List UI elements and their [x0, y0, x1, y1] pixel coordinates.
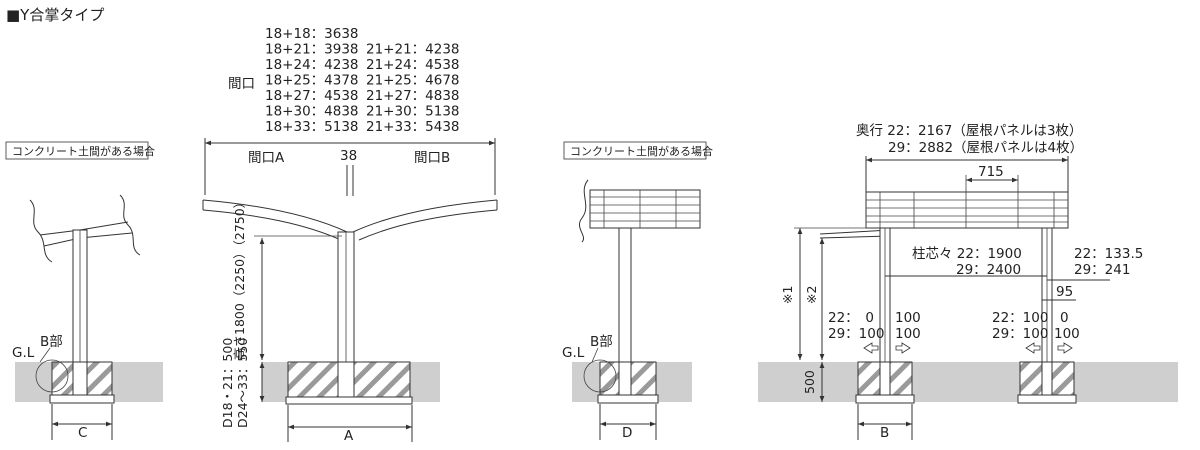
right-off-line1: 22：100	[992, 310, 1048, 326]
width-table-col2: 21+21：423821+24：453821+25：467821+27：4838…	[366, 42, 460, 136]
page-title: ■Y合掌タイプ	[6, 6, 104, 24]
concrete-note-box	[5, 141, 149, 160]
note-2: ※2	[804, 286, 819, 304]
width-table-entry: 18+24：4238	[265, 57, 359, 73]
concrete-note-box-2	[563, 141, 707, 160]
width-table-entry: 21+24：4538	[366, 57, 460, 73]
side-view: 奥行 22：2167（屋根パネルは3枚） 29：2882（屋根パネルは4枚） 7…	[758, 122, 1178, 441]
maguchi-b: 間口B	[414, 150, 450, 166]
maguchi-a: 間口A	[248, 150, 285, 166]
side-detail: コンクリート土間がある場合 G.L B部 D	[562, 141, 713, 441]
concrete-note-2: コンクリート土間がある場合	[570, 144, 713, 158]
width-table-entry: 21+25：4678	[366, 73, 460, 89]
left-off-line2: 29：100	[828, 326, 884, 342]
dim-c: C	[78, 425, 87, 441]
depth-line1: 奥行 22：2167（屋根パネルは3枚）	[856, 122, 1082, 139]
left-off-right2: 100	[895, 326, 921, 342]
width-table-entry: 18+33：5138	[265, 119, 359, 135]
right-off-right2: 100	[1054, 326, 1080, 342]
dim-a: A	[344, 428, 354, 444]
left-off-line1: 22： 0	[828, 310, 874, 326]
note-1: ※1	[780, 286, 795, 304]
dim-500: 500	[802, 370, 817, 394]
arrow-left-icon	[863, 342, 879, 354]
pitch-line2: 29：2400	[956, 262, 1021, 278]
left-detail: コンクリート土間がある場合 G.L B部 C	[5, 141, 163, 441]
width-table-entry: 21+33：5438	[366, 119, 460, 135]
arrow-right-icon-2	[1057, 342, 1073, 354]
depth-label-1: D18・21：500	[220, 338, 235, 428]
width-table-entry: 21+21：4238	[366, 42, 460, 58]
right-off-line2: 29：100	[992, 326, 1048, 342]
width-table-entry: 18+25：4378	[265, 73, 359, 89]
b-part-label-2: B部	[590, 334, 613, 350]
center-gap: 38	[340, 148, 357, 164]
offset-line2: 29：241	[1074, 262, 1130, 278]
arrow-left-icon-2	[1025, 342, 1041, 354]
width-table-entry: 21+30：5138	[366, 104, 460, 120]
maguchi-label: 間口	[228, 76, 255, 92]
width-table-entry: 21+27：4838	[366, 88, 460, 104]
pitch-line1: 柱芯々 22：1900	[912, 246, 1022, 262]
width-table-entry: 18+18：3638	[265, 26, 359, 42]
b-part-label: B部	[40, 334, 63, 350]
offset-line1: 22：133.5	[1074, 246, 1143, 262]
left-off-right1: 100	[895, 310, 921, 326]
width-table-col1: 18+18：363818+21：393818+24：423818+25：4378…	[265, 26, 359, 135]
panel-width: 715	[978, 164, 1004, 180]
gl-label: G.L	[12, 345, 35, 361]
width-table-entry: 18+27：4538	[265, 88, 359, 104]
depth-label-2: D24〜33：550	[235, 338, 250, 428]
right-off-right1: 0	[1060, 310, 1069, 326]
width-table-entry: 18+30：4838	[265, 104, 359, 120]
arrow-right-icon	[895, 342, 911, 354]
gl-label-2: G.L	[562, 345, 585, 361]
dim-95: 95	[1056, 284, 1073, 300]
dim-d: D	[622, 425, 632, 441]
front-view: 間口 18+18：363818+21：393818+24：423818+25：4…	[202, 26, 498, 444]
dim-b: B	[880, 425, 889, 441]
depth-line2: 29：2882（屋根パネルは4枚）	[888, 140, 1083, 156]
height-label: 高さ1800（2250）（2750）	[232, 196, 247, 360]
concrete-note: コンクリート土間がある場合	[12, 144, 155, 158]
width-table-entry: 18+21：3938	[265, 42, 359, 58]
